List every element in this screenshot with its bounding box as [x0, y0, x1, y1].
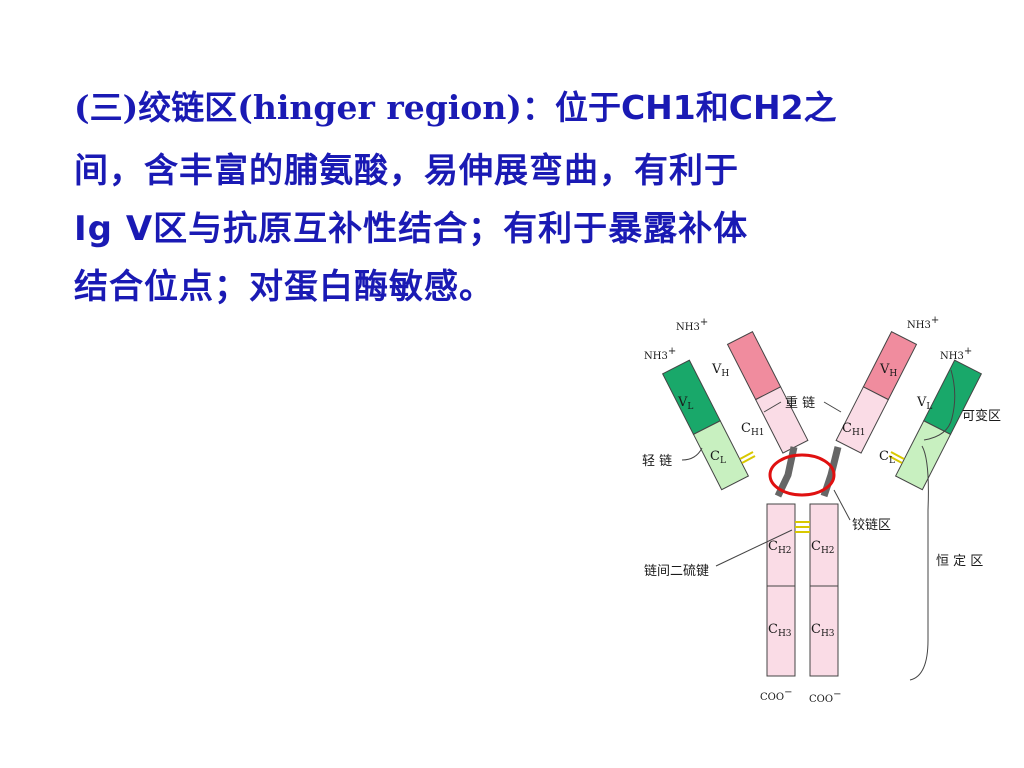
right-cl-domain [894, 420, 952, 491]
left-vh-domain [726, 330, 782, 401]
antibody-svg: VH CH1 VL CL VH CH1 VL CL CH2 CH2 CH3 CH… [642, 315, 1001, 705]
right-light-nh3-label: NH3+ [940, 346, 972, 362]
left-ch3-label: CH3 [768, 622, 792, 639]
body-line-4: 结合位点；对蛋白酶敏感。 [74, 267, 494, 307]
right-vh-label: VH [879, 362, 897, 379]
left-ch1-domain [755, 386, 809, 454]
left-coo-label: COO− [760, 687, 792, 703]
variable-region-label: 可变区 [962, 408, 1001, 424]
constant-region-bracket [909, 445, 929, 681]
left-ch2-domain [766, 503, 796, 587]
heading-line: (三)绞链区(hinger region)：位于CH1和CH2之 [74, 80, 954, 136]
left-light-chain [661, 359, 750, 491]
right-lh-disulfide [890, 451, 905, 460]
constant-region-label: 恒 定 区 [936, 554, 983, 569]
interchain-disulfide-label: 链间二硫键 [644, 564, 709, 579]
hinge-highlight-circle [768, 453, 836, 497]
left-light-nh3-label: NH3+ [644, 346, 676, 362]
slide-text: (三)绞链区(hinger region)：位于CH1和CH2之 间，含丰富的脯… [74, 80, 954, 316]
right-heavy-chain-fab [835, 330, 918, 454]
light-chain-leader [681, 447, 703, 461]
right-ch1-domain [835, 386, 889, 454]
right-ch2-label: CH2 [811, 539, 835, 556]
hinge-region-label: 铰链区 [852, 518, 891, 533]
heavy-chain-leader-right [823, 401, 842, 413]
light-chain-label: 轻 链 [642, 454, 672, 469]
heavy-chain-leader-left [763, 401, 782, 413]
heading-part2: (hinger region) [237, 88, 522, 127]
left-ch2-label: CH2 [768, 539, 792, 556]
heading-part1: (三) [74, 88, 139, 127]
right-light-chain [894, 359, 983, 491]
heading-cn1: 绞链区 [138, 88, 238, 127]
variable-region-bracket [923, 369, 956, 441]
interchain-disulfide-leader [715, 529, 793, 567]
right-ch3-label: CH3 [811, 622, 835, 639]
left-cl-domain [692, 420, 750, 491]
left-vh-label: VH [711, 362, 729, 379]
right-cl-label: CL [879, 449, 895, 466]
right-vl-label: VL [916, 395, 932, 412]
hinge-region-leader [833, 489, 851, 521]
left-ch1-label: CH1 [741, 421, 765, 438]
left-lh-disulfide [739, 451, 754, 460]
body-line-2: 间，含丰富的脯氨酸，易伸展弯曲，有利于 [74, 151, 739, 191]
left-heavy-nh3-label: NH3+ [676, 317, 708, 333]
right-ch3-domain [809, 585, 839, 677]
body-line-3: Ig V区与抗原互补性结合；有利于暴露补体 [74, 209, 749, 249]
left-heavy-chain-fab [726, 330, 809, 454]
right-ch2-domain [809, 503, 839, 587]
left-vl-label: VL [677, 395, 693, 412]
right-ch1-label: CH1 [842, 421, 866, 438]
right-coo-label: COO− [809, 689, 841, 705]
right-vh-domain [862, 330, 918, 401]
left-lh-disulfide-2 [741, 455, 756, 464]
left-ch3-domain [766, 585, 796, 677]
right-heavy-nh3-label: NH3+ [907, 315, 939, 331]
left-cl-label: CL [710, 449, 726, 466]
heading-sep: ： [521, 88, 555, 127]
heavy-chain-label: 重 链 [785, 395, 815, 411]
right-lh-disulfide-2 [888, 455, 903, 464]
heading-cn2: 位于CH1和CH2之 [554, 88, 837, 127]
antibody-diagram: VH CH1 VL CL VH CH1 VL CL CH2 CH2 CH3 CH… [636, 310, 1016, 710]
